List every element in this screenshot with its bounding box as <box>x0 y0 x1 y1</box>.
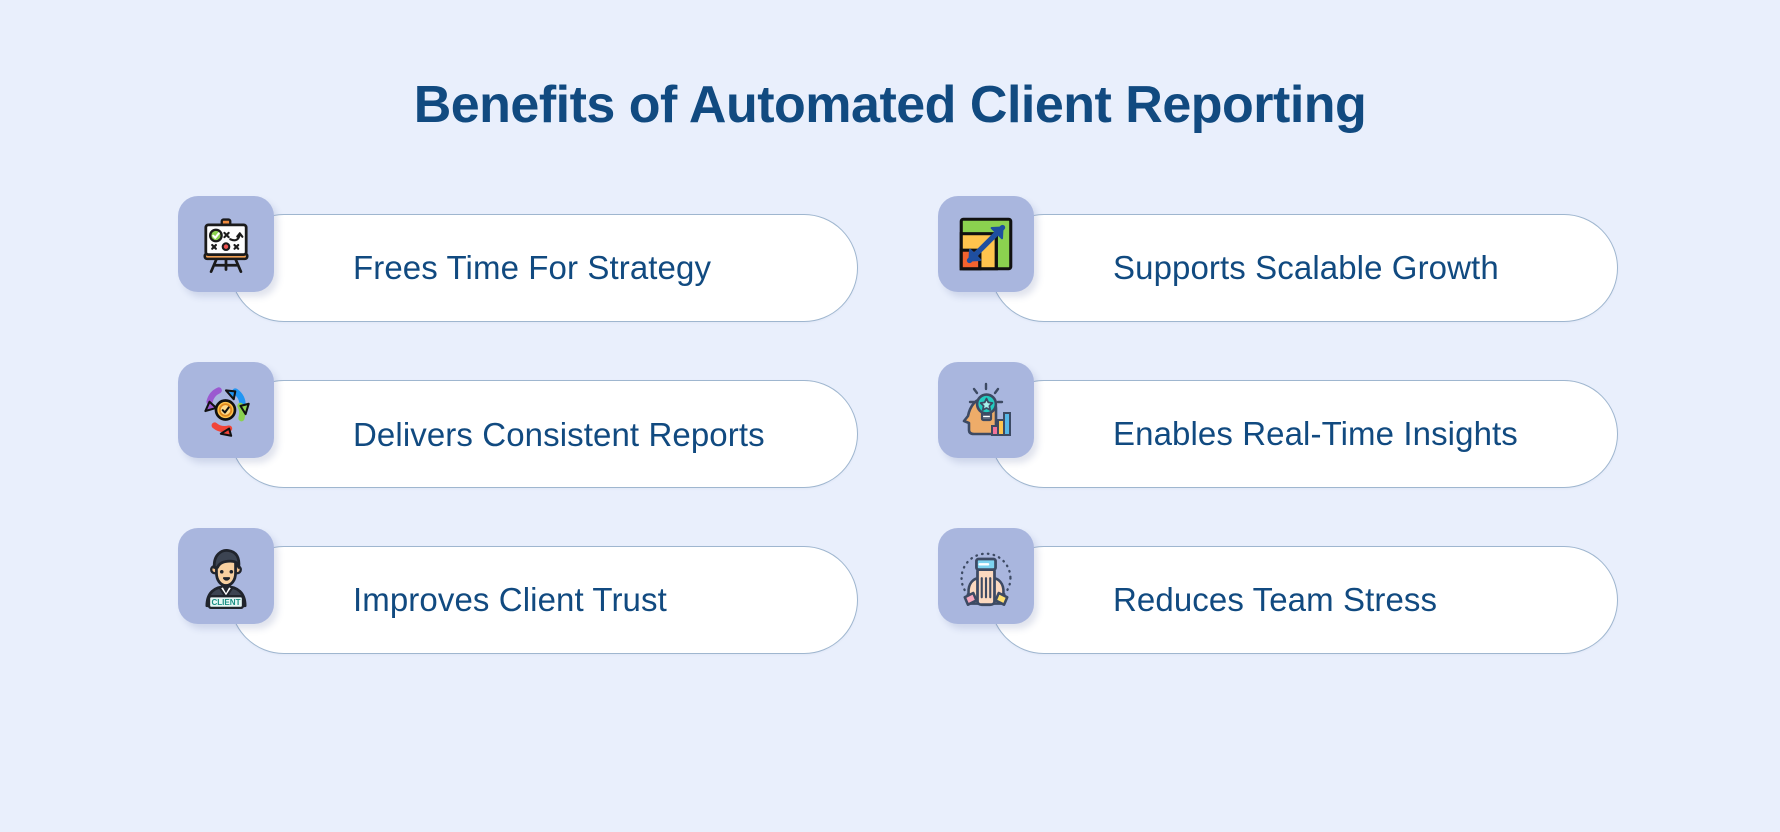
svg-text:CLIENT: CLIENT <box>211 598 240 607</box>
cycle-arrows-check-icon <box>178 362 274 458</box>
benefit-label: Reduces Team Stress <box>1113 580 1438 618</box>
benefit-card-enables-real-time-insights[interactable]: Enables Real-Time Insights <box>938 362 1618 488</box>
benefit-card-frees-time-for-strategy[interactable]: Frees Time For Strategy <box>178 196 858 322</box>
strategy-easel-icon <box>178 196 274 292</box>
benefit-card-body: Supports Scalable Growth <box>990 214 1618 322</box>
client-person-badge-icon: CLIENT <box>178 528 274 624</box>
benefit-card-improves-client-trust[interactable]: CLIENT Improves Client Trust <box>178 528 858 654</box>
benefit-label: Frees Time For Strategy <box>353 248 712 286</box>
benefit-card-body: Reduces Team Stress <box>990 546 1618 654</box>
benefit-label: Enables Real-Time Insights <box>1113 414 1518 452</box>
benefit-label: Supports Scalable Growth <box>1113 248 1499 286</box>
benefit-card-body: Enables Real-Time Insights <box>990 380 1618 488</box>
benefit-label: Delivers Consistent Reports <box>353 415 765 453</box>
hands-phone-relax-icon <box>938 528 1034 624</box>
benefit-card-delivers-consistent-reports[interactable]: Delivers Consistent Reports <box>178 362 858 488</box>
benefit-card-body: Frees Time For Strategy <box>230 214 858 322</box>
benefit-card-body: Delivers Consistent Reports <box>230 380 858 488</box>
head-lightbulb-insights-icon <box>938 362 1034 458</box>
benefit-card-body: Improves Client Trust <box>230 546 858 654</box>
scalable-growth-chart-icon <box>938 196 1034 292</box>
page-title: Benefits of Automated Client Reporting <box>413 76 1367 134</box>
benefits-grid: Frees Time For Strategy <box>178 196 1618 654</box>
benefit-label: Improves Client Trust <box>353 580 667 618</box>
benefit-card-reduces-team-stress[interactable]: Reduces Team Stress <box>938 528 1618 654</box>
benefit-card-supports-scalable-growth[interactable]: Supports Scalable Growth <box>938 196 1618 322</box>
